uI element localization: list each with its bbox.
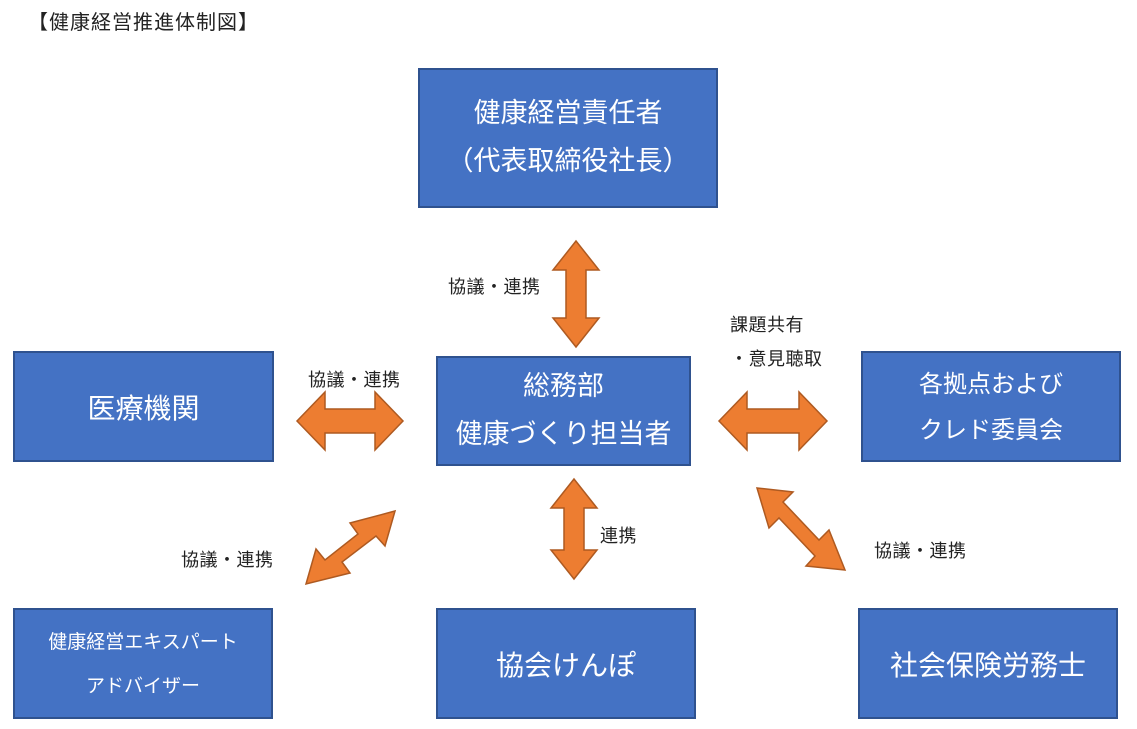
box-bottom-right-line1: 社会保険労務士	[889, 648, 1086, 682]
box-top-line1: 健康経営責任者	[473, 98, 663, 129]
box-center-line1: 総務部	[523, 371, 604, 402]
box-health-management-expert-advisor: 健康経営エキスパート アドバイザー	[13, 608, 273, 719]
arrow-center-right	[717, 390, 829, 452]
box-right-line1: 各拠点および	[919, 369, 1063, 398]
box-right-line2: クレド委員会	[919, 415, 1063, 444]
label-top-arrow: 協議・連携	[448, 277, 541, 298]
label-bottom-right-arrow: 協議・連携	[874, 541, 967, 562]
page-title: 【健康経営推進体制図】	[28, 10, 259, 34]
box-left-line1: 医療機関	[87, 391, 200, 425]
box-bottom-center-line1: 協会けんぽ	[495, 648, 636, 682]
label-right-arrow-line2: ・意見聴取	[730, 349, 823, 370]
box-sites-and-credo-committee: 各拠点および クレド委員会	[861, 351, 1121, 462]
box-health-management-officer: 健康経営責任者 （代表取締役社長）	[418, 68, 718, 208]
label-left-arrow: 協議・連携	[308, 370, 401, 391]
box-top-line2: （代表取締役社長）	[446, 146, 690, 177]
arrow-center-bottom-left	[304, 509, 397, 586]
box-bottom-left-line1: 健康経営エキスパート	[48, 630, 238, 653]
box-bottom-left-line2: アドバイザー	[85, 674, 200, 697]
arrow-center-top	[551, 239, 601, 349]
label-bottom-left-arrow: 協議・連携	[181, 550, 274, 571]
box-center-line2: 健康づくり担当者	[455, 419, 672, 450]
label-bottom-center-arrow: 連携	[600, 526, 637, 547]
arrow-center-bottom	[549, 477, 599, 581]
box-social-insurance-labor-consultant: 社会保険労務士	[858, 608, 1118, 719]
box-medical-institution: 医療機関	[13, 351, 274, 462]
box-kyokai-kenpo: 協会けんぽ	[436, 608, 696, 719]
arrow-center-left	[295, 390, 405, 452]
label-right-arrow-line1: 課題共有	[730, 315, 804, 336]
box-general-affairs: 総務部 健康づくり担当者	[436, 356, 691, 466]
arrow-center-bottom-right	[755, 487, 847, 571]
